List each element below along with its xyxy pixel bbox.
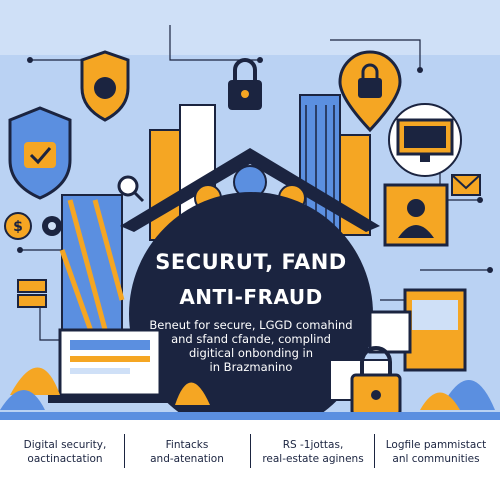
footer-line: and-atenation (150, 453, 224, 465)
footer: Digital security, oactinactation Fintack… (0, 420, 500, 500)
hero-title: SECURUT, FAND (155, 250, 347, 274)
footer-line: Digital security, (23, 439, 107, 451)
footer-line: RS -1jottas, (282, 439, 344, 451)
hero-body: Beneut for secure, LGGD comahind and sfa… (142, 318, 360, 374)
hero-body-line: and sfand cfande, complind (171, 332, 331, 346)
footer-divider (124, 434, 125, 468)
hero-body-line: Beneut for secure, LGGD comahind (149, 318, 353, 332)
shield-check-icon (8, 106, 72, 200)
footer-column: Digital security, oactinactation (6, 438, 124, 466)
gear-icon (42, 216, 62, 236)
location-lock-icon (338, 50, 402, 133)
envelope-icon (451, 174, 481, 196)
laptop-icon (48, 328, 172, 403)
server-blocks (17, 279, 47, 308)
shield-icon (80, 50, 130, 122)
leaves-right (420, 380, 495, 410)
footer-line: Fintacks (165, 439, 209, 451)
footer-column: RS -1jottas, real-estate aginens (254, 438, 372, 466)
footer-divider (374, 434, 375, 468)
svg-text:$: $ (13, 219, 23, 235)
magnifier-icon (117, 175, 145, 203)
hero-subtitle: ANTI-FRAUD (179, 285, 323, 309)
hero-text-block: SECURUT, FAND ANTI-FRAUD Beneut for secu… (128, 222, 374, 402)
user-card-icon (383, 183, 449, 247)
footer-line: Logfile pammistact (385, 439, 487, 451)
footer-column: Logfile pammistact anl communities (376, 438, 496, 466)
hero-body-line: digitical onbonding in (188, 346, 314, 360)
footer-column: Fintacks and-atenation (128, 438, 246, 466)
footer-divider (250, 434, 251, 468)
ground-strip (0, 412, 500, 420)
dollar-coin-icon: $ (4, 212, 32, 240)
house-roof (120, 148, 380, 232)
footer-line: oactinactation (27, 453, 103, 465)
footer-line: real-estate aginens (262, 453, 364, 465)
hero-body-line: in Brazmanino (209, 360, 293, 374)
footer-line: anl communities (392, 453, 480, 465)
hero-circle (129, 192, 373, 436)
leaves-left (0, 367, 210, 410)
monitor-icon (388, 103, 462, 177)
lock-pin-icon (228, 58, 262, 110)
